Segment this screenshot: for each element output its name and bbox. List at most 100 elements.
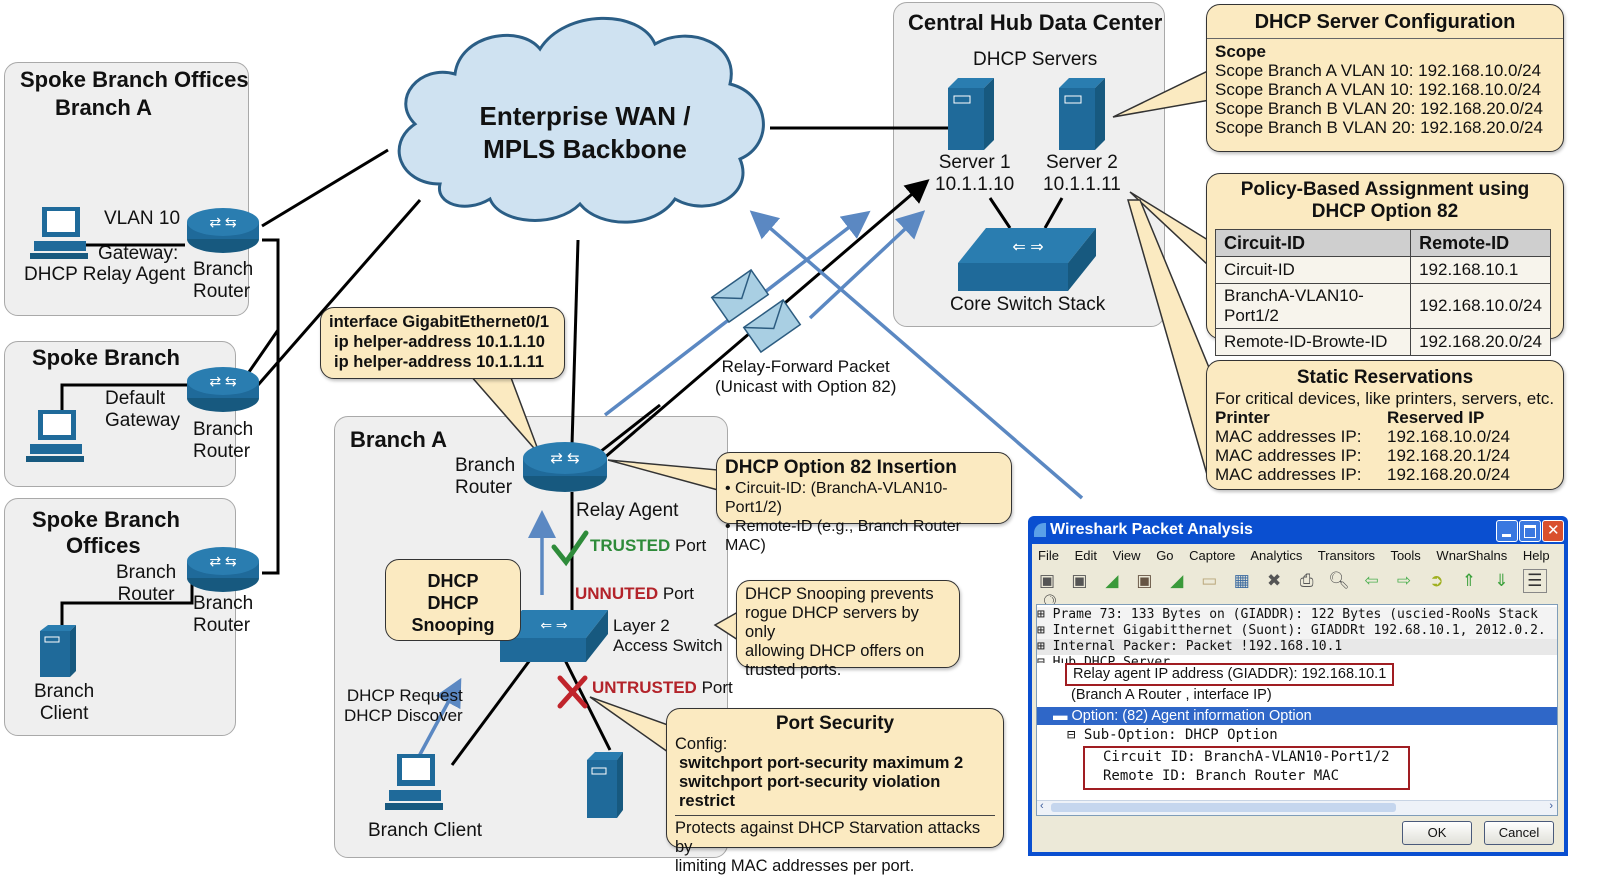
branch-a-router-icon: ⇄ ⇆ [523,442,607,492]
core-switch-icon: ⇐ ⇒ [958,228,1096,291]
scrollbar-thumb[interactable] [1051,803,1396,812]
horizontal-scrollbar[interactable]: ‹ › [1037,800,1557,815]
colorize-icon[interactable]: ☰ [1522,569,1547,593]
last-packet-icon[interactable]: ⇓ [1494,571,1509,590]
cancel-button[interactable]: Cancel [1484,821,1554,845]
svg-text:⇄ ⇆: ⇄ ⇆ [209,373,237,389]
forward-icon[interactable]: ⇨ [1396,571,1412,590]
menu-tools[interactable]: Tools [1390,548,1421,563]
menu-capture[interactable]: Captore [1189,548,1236,563]
save-file-icon[interactable]: ▦ [1233,571,1250,590]
config-callout-tail [1112,68,1211,118]
reservation-row: MAC addresses IP:192.168.20.0/24 [1215,465,1510,484]
reservations-callout: Static Reservations For critical devices… [1206,360,1564,490]
option82-callout: DHCP Option 82 Insertion • Circuit-ID: (… [716,452,1012,554]
svg-text:⇄ ⇆: ⇄ ⇆ [209,553,237,569]
trusted-check-icon [551,530,589,567]
back-icon[interactable]: ⇦ [1364,571,1379,590]
dhcp-config-callout: DHCP Server Configuration Scope Scope Br… [1206,4,1564,152]
svg-text:⇄ ⇆: ⇄ ⇆ [550,450,580,467]
unnuted-port-label: UNNUTED Port [575,584,695,603]
menu-analytics[interactable]: Analytics [1250,548,1303,563]
spoke2-title: Spoke Branch [32,345,180,370]
trusted-port-label: TRUSTED Port [590,536,707,555]
ok-button[interactable]: OK [1402,821,1472,845]
spoke-branch-a-panel [4,62,249,316]
menu-file[interactable]: File [1038,548,1059,563]
goto-icon[interactable]: ➲ [1429,571,1444,590]
dhcp-servers-label: DHCP Servers [973,49,1098,70]
restart-capture-icon[interactable]: ◢ [1170,571,1184,590]
hub-title: Central Hub Data Center [908,10,1163,35]
scroll-right-icon[interactable]: › [1549,800,1553,812]
menu-view[interactable]: View [1112,548,1141,563]
tree-row[interactable]: ⊟ Hub DHCP Server [1037,655,1171,663]
spoke1-title: Spoke Branch Offices [20,67,249,92]
access-switch-icon: ⇐ ⇒ [500,610,608,662]
tree-row[interactable]: ⊞ Internal Packer: Packet !192.168.10.1 [1037,639,1557,655]
option82-row-selected[interactable]: ▬ Option: (82) Agent information Option [1037,707,1557,725]
branch-a-title: Branch A [350,427,447,452]
suboption-row[interactable]: ⊟ Sub-Option: DHCP Option [1067,727,1278,743]
options-icon[interactable]: ▣ [1071,571,1088,590]
packet-details-tree: ⊞ Prame 73: 133 Bytes on (GIADDR): 122 B… [1036,604,1558,816]
wireshark-body: File Edit View Go Captore Analytics Tran… [1032,544,1564,852]
scope-line: Scope Branch A VLAN 10: 192.168.10.0/24 [1215,61,1542,80]
router-icon: ⇄ ⇆ [187,208,259,253]
branch-client-pc-icon [385,754,443,810]
svg-text:⇐ ⇒: ⇐ ⇒ [540,617,568,633]
menu-edit[interactable]: Edit [1074,548,1097,563]
stop-capture-icon[interactable]: ▣ [1136,571,1153,590]
scroll-left-icon[interactable]: ‹ [1040,800,1044,812]
scope-line: Scope Branch B VLAN 20: 192.168.20.0/24 [1215,118,1543,137]
menu-help[interactable]: Help [1522,548,1550,563]
circuit-remote-highlight: Circuit ID: BranchA-VLAN10-Port1/2 Remot… [1083,746,1410,790]
rogue-server-icon [587,752,623,818]
untrusted-port-label: UNTRUSTED Port [592,678,733,697]
close-button[interactable]: ✕ [1542,520,1564,542]
pc-icon [30,207,88,259]
interfaces-icon[interactable]: ▣ [1038,571,1056,590]
reservation-row: MAC addresses IP:192.168.20.1/24 [1215,446,1510,465]
scope-line: Scope Branch B VLAN 20: 192.168.20.0/24 [1215,99,1543,118]
wireshark-title: Wireshark Packet Analysis [1050,521,1253,538]
scope-line: Scope Branch A VLAN 10: 192.168.10.0/24 [1215,80,1542,99]
wireshark-window: Wireshark Packet Analysis ✕ File Edit Vi… [1028,516,1568,856]
close-file-icon[interactable]: ✖ [1267,571,1282,590]
server-icon [40,625,76,677]
maximize-button[interactable] [1519,520,1541,542]
minimize-button[interactable] [1496,520,1518,542]
router-icon: ⇄ ⇆ [187,367,259,412]
menu-wnarshalns[interactable]: WnarShalns [1436,548,1508,563]
portsec-callout-tail [589,696,669,754]
print-icon[interactable]: ⎙ [1299,571,1314,590]
tree-row[interactable]: ⊞ Internet Gigabitthernet (Suont): GIADD… [1037,623,1557,639]
server2-icon [1059,78,1105,150]
first-packet-icon[interactable]: ⇑ [1461,571,1477,590]
spoke1-subtitle: Branch A [55,95,152,120]
relay-agent-label: Relay Agent [576,500,679,521]
tree-row[interactable]: ⊞ Prame 73: 133 Bytes on (GIADDR): 122 B… [1037,607,1557,623]
start-capture-icon[interactable]: ◢ [1105,571,1119,590]
menu-go[interactable]: Go [1156,548,1174,563]
open-file-icon[interactable]: ▭ [1201,571,1218,590]
menu-transitors[interactable]: Transitors [1317,548,1376,563]
giaddr-note: (Branch A Router , interface IP) [1071,687,1272,703]
find-icon[interactable]: 🔍︎ [1328,571,1350,590]
svg-text:⇐ ⇒: ⇐ ⇒ [1012,239,1043,256]
relay-forward-label: Relay-Forward Packet(Unicast with Option… [715,357,897,396]
giaddr-highlight[interactable]: Relay agent IP address (GIADDR): 192.168… [1065,663,1395,686]
relay-agent-label: DHCP Relay Agent [24,264,186,285]
wireshark-fin-icon [1034,523,1046,537]
